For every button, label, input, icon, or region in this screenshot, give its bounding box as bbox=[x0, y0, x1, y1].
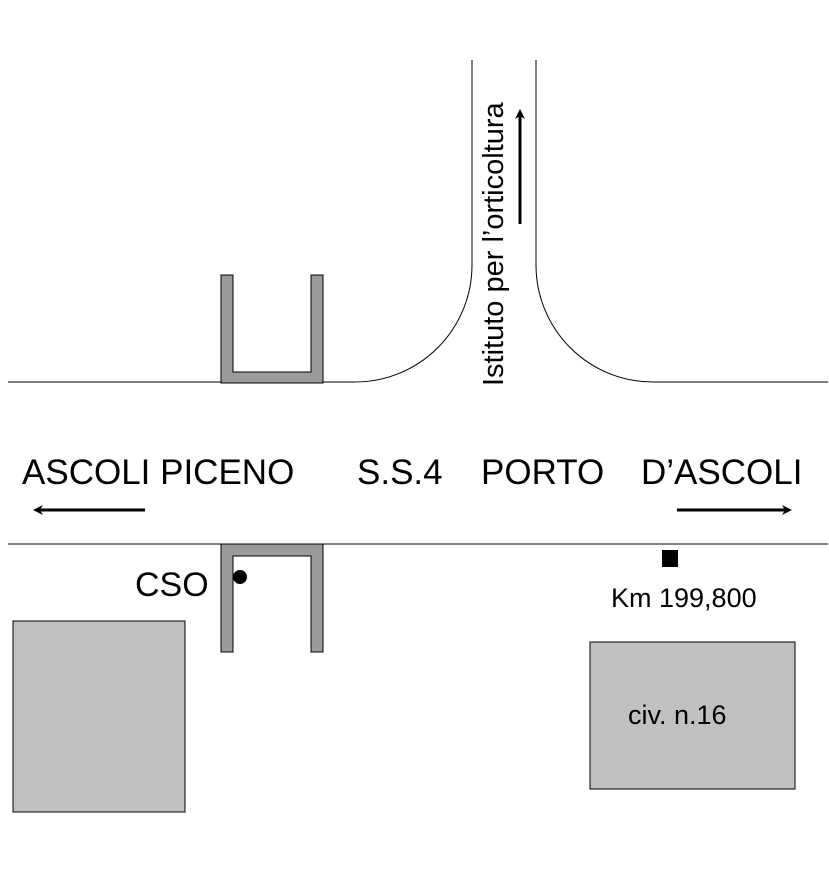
label-ss4: S.S.4 bbox=[357, 453, 443, 492]
label-ascoli-piceno: ASCOLI PICENO bbox=[22, 453, 294, 492]
label-istituto-orticoltura: Istituto per l’orticoltura bbox=[478, 101, 510, 386]
label-km: Km 199,800 bbox=[611, 583, 757, 613]
label-dascoli: D’ASCOLI bbox=[641, 453, 802, 492]
main-road-north-edge-right bbox=[535, 60, 828, 383]
road-edges bbox=[8, 60, 828, 545]
building-left bbox=[12, 620, 186, 813]
km-square-marker bbox=[662, 550, 678, 567]
building-civ-16 bbox=[589, 641, 796, 790]
north-culvert bbox=[220, 274, 324, 384]
south-culvert bbox=[220, 543, 324, 653]
label-civ-16: civ. n.16 bbox=[628, 700, 727, 730]
label-cso: CSO bbox=[135, 566, 209, 604]
cso-point-marker bbox=[233, 570, 247, 584]
label-porto: PORTO bbox=[481, 453, 604, 492]
main-road-north-edge-left bbox=[8, 60, 473, 383]
